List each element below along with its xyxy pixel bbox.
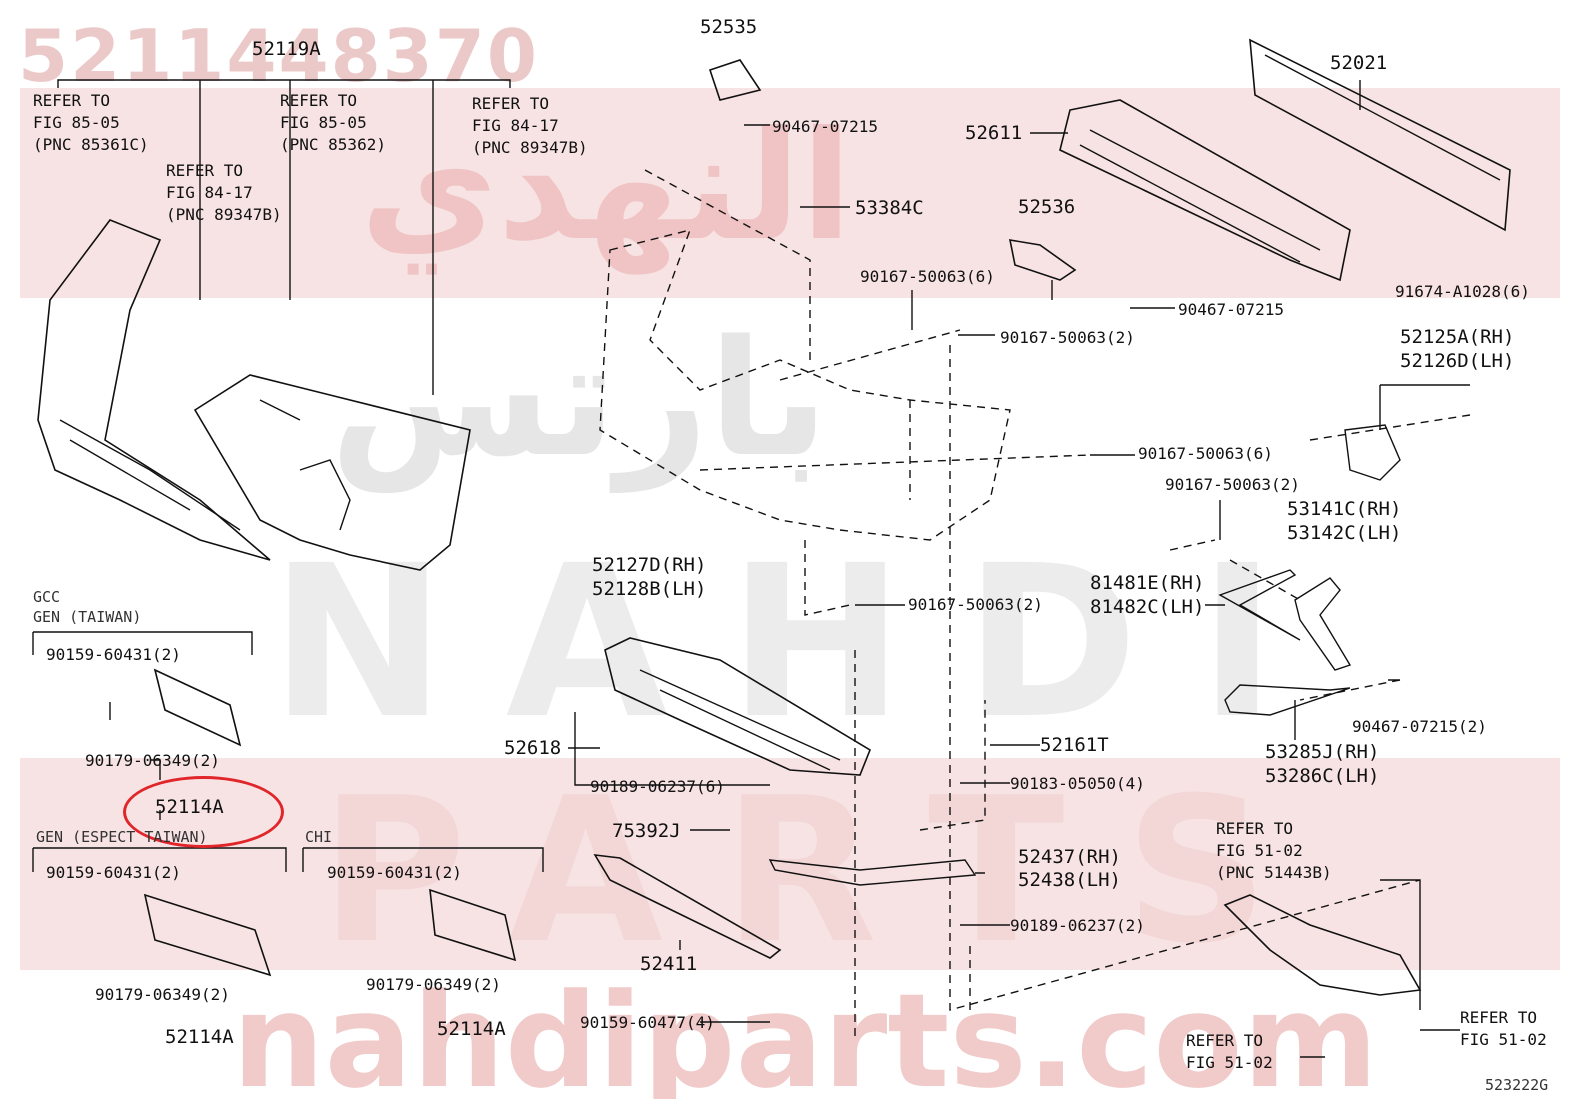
label-52161t: 52161T [1040, 734, 1109, 756]
label-90167-c: 90167-50063(6) [1138, 444, 1273, 463]
reinforcement [1059, 99, 1351, 282]
highlight-circle [123, 776, 284, 848]
label-90167-b: 90167-50063(2) [1000, 328, 1135, 347]
label-53142c: 53142C(LH) [1287, 522, 1402, 544]
label-52128b: 52128B(LH) [592, 578, 707, 600]
label-52437: 52437(RH) [1018, 846, 1121, 868]
refer-89347b-left: REFER TO FIG 84-17 (PNC 89347B) [166, 160, 282, 226]
refer-85361c: REFER TO FIG 85-05 (PNC 85361C) [33, 90, 149, 156]
label-90167-e: 90167-50063(2) [908, 595, 1043, 614]
label-52127d: 52127D(RH) [592, 554, 707, 576]
label-gen-except-taiwan: GEN (ESPECT TAIWAN) [36, 828, 208, 846]
watermark-part-number: 5211448370 [18, 14, 539, 98]
bumper-cover-left [37, 219, 271, 561]
watermark-band-bottom [20, 758, 1560, 970]
watermark-nahdi: NAHDI [270, 520, 1337, 765]
label-52535: 52535 [700, 16, 758, 38]
label-52119a: 52119A [252, 38, 321, 60]
label-90467-c: 90467-07215(2) [1352, 717, 1487, 736]
refer-line: (PNC 85362) [280, 135, 386, 154]
label-52618: 52618 [504, 737, 562, 759]
label-chi: CHI [305, 828, 333, 846]
label-52114a-c: 52114A [437, 1018, 506, 1040]
impact-beam [1249, 38, 1511, 232]
refer-51443b: REFER TO FIG 51-02 (PNC 51443B) [1216, 818, 1332, 884]
label-53141c: 53141C(RH) [1287, 498, 1402, 520]
watermark-site: nahdiparts.com [232, 965, 1379, 1099]
label-90159-b: 90159-60431(2) [46, 863, 181, 882]
refer-line: FIG 51-02 [1186, 1053, 1273, 1072]
label-52114a-b: 52114A [165, 1026, 234, 1048]
label-52125a: 52125A(RH) [1400, 326, 1515, 348]
label-90189-b: 90189-06237(2) [1010, 916, 1145, 935]
refer-line: REFER TO [33, 91, 111, 110]
label-52021: 52021 [1330, 52, 1388, 74]
label-52114a-highlighted: 52114A [155, 796, 224, 818]
refer-line: REFER TO [472, 94, 550, 113]
refer-line: REFER TO [166, 161, 244, 180]
refer-line: FIG 51-02 [1460, 1030, 1547, 1049]
refer-line: (PNC 85361C) [33, 135, 149, 154]
label-75392j: 75392J [612, 820, 681, 842]
label-91674: 91674-A1028(6) [1395, 282, 1530, 301]
refer-line: REFER TO [280, 91, 358, 110]
label-53285j: 53285J(RH) [1265, 741, 1380, 763]
refer-line: (PNC 89347B) [472, 138, 588, 157]
diagram-code: 523222G [1485, 1076, 1549, 1094]
refer-line: FIG 84-17 [472, 116, 559, 135]
watermark-arabic-brand: النهدي [360, 100, 853, 274]
label-90159-a: 90159-60431(2) [46, 645, 181, 664]
label-gcc: GCC [33, 588, 61, 606]
label-52536: 52536 [1018, 196, 1076, 218]
refer-line: FIG 85-05 [280, 113, 367, 132]
refer-line: FIG 51-02 [1216, 841, 1303, 860]
label-90179-b: 90179-06349(2) [95, 985, 230, 1004]
label-81481e: 81481E(RH) [1090, 572, 1205, 594]
refer-51-02-left: REFER TO FIG 51-02 [1186, 1030, 1273, 1074]
refer-line: (PNC 89347B) [166, 205, 282, 224]
label-52611: 52611 [965, 122, 1023, 144]
refer-85362: REFER TO FIG 85-05 (PNC 85362) [280, 90, 386, 156]
grille-strip [593, 854, 782, 959]
label-81482c: 81482C(LH) [1090, 596, 1205, 618]
label-gen-taiwan: GEN (TAIWAN) [33, 608, 142, 626]
label-90179-a: 90179-06349(2) [85, 751, 220, 770]
label-90189-a: 90189-06237(6) [590, 777, 725, 796]
refer-line: REFER TO [1460, 1008, 1538, 1027]
under-cover [604, 637, 871, 776]
bumper-cover-right [193, 374, 471, 571]
label-52411: 52411 [640, 953, 698, 975]
refer-line: FIG 84-17 [166, 183, 253, 202]
label-53286c: 53286C(LH) [1265, 765, 1380, 787]
label-90467-07215: 90467-07215 [772, 117, 878, 136]
label-90159-d: 90159-60477(4) [580, 1013, 715, 1032]
refer-line: REFER TO [1186, 1031, 1264, 1050]
label-53384c: 53384C [855, 197, 924, 219]
watermark-arabic-parts: بارتس [330, 305, 829, 492]
label-90467-07215-b: 90467-07215 [1178, 300, 1284, 319]
refer-line: (PNC 51443B) [1216, 863, 1332, 882]
watermark-band-top [20, 88, 1560, 298]
refer-51-02-right: REFER TO FIG 51-02 [1460, 1007, 1547, 1051]
label-90179-c: 90179-06349(2) [366, 975, 501, 994]
refer-89347b-right: REFER TO FIG 84-17 (PNC 89347B) [472, 93, 588, 159]
label-52438: 52438(LH) [1018, 869, 1121, 891]
label-90183: 90183-05050(4) [1010, 774, 1145, 793]
label-90167-d: 90167-50063(2) [1165, 475, 1300, 494]
label-90159-c: 90159-60431(2) [327, 863, 462, 882]
label-90167-a: 90167-50063(6) [860, 267, 995, 286]
refer-line: REFER TO [1216, 819, 1294, 838]
label-52126d: 52126D(LH) [1400, 350, 1515, 372]
refer-line: FIG 85-05 [33, 113, 120, 132]
